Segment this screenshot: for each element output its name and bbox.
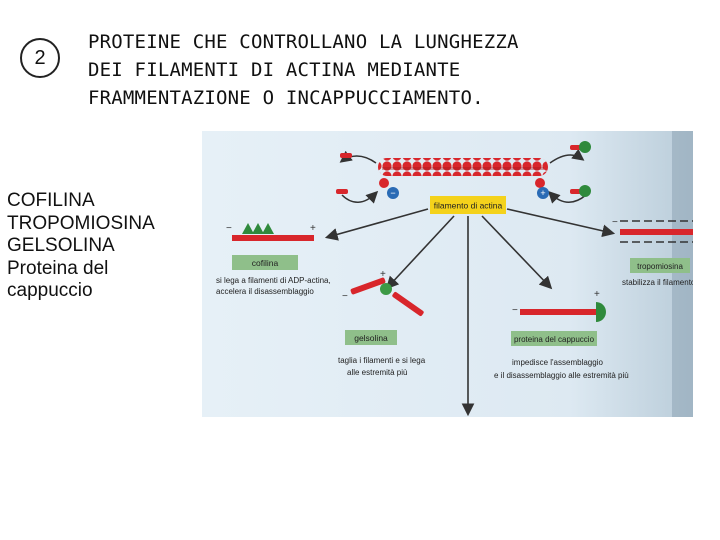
tropomiosina-label: tropomiosina bbox=[637, 262, 683, 271]
protein-cofilina: COFILINA bbox=[7, 190, 95, 211]
capped-pieces-right bbox=[570, 141, 591, 197]
cofilina-label: cofilina bbox=[252, 258, 279, 268]
gelsolina-desc-line-1: taglia i filamenti e si lega bbox=[338, 356, 426, 365]
figure-background bbox=[202, 131, 693, 417]
cofilina-group: − + cofilina si lega a filamenti di ADP-… bbox=[216, 223, 331, 296]
minus-end-sign: − bbox=[390, 188, 395, 198]
arrow-to-gelsolina bbox=[385, 215, 455, 290]
actin-regulation-figure: − + filamento di actina − + cofilina si … bbox=[202, 131, 693, 417]
cappuccio-desc-line-1: impedisce l'assemblaggio bbox=[512, 358, 603, 367]
gelsolina-plus-sign: + bbox=[380, 269, 386, 280]
association-arrow-left bbox=[341, 190, 379, 204]
plus-end-marker: + bbox=[537, 187, 549, 199]
cofilina-minus-sign: − bbox=[226, 223, 232, 234]
title-line-1: PROTEINE CHE CONTROLLANO LA LUNGHEZZA bbox=[88, 31, 519, 53]
slide-number: 2 bbox=[34, 46, 46, 69]
gelsolina-desc-line-2: alle estremità più bbox=[347, 368, 407, 377]
cappuccio-minus-sign: − bbox=[512, 305, 518, 316]
cofilina-desc-line-1: si lega a filamenti di ADP-actina, bbox=[216, 276, 331, 285]
protein-list: COFILINA TROPOMIOSINA GELSOLINA Proteina… bbox=[7, 190, 155, 303]
protein-gelsolina: GELSOLINA bbox=[7, 235, 115, 256]
minus-end-marker: − bbox=[387, 187, 399, 199]
arrow-to-cappuccio bbox=[481, 215, 553, 290]
gelsolina-group: − + gelsolina taglia i filamenti e si le… bbox=[338, 269, 426, 377]
page-edge bbox=[672, 131, 693, 417]
cofilina-desc-line-2: accelera il disassemblaggio bbox=[216, 287, 314, 296]
cappuccio-plus-sign: + bbox=[594, 289, 600, 300]
title-line-2: DEI FILAMENTI DI ACTINA MEDIANTE bbox=[88, 59, 461, 81]
gelsolin-filament-left bbox=[350, 277, 386, 295]
gelsolin-filament-right bbox=[392, 292, 424, 316]
gelsolina-minus-sign: − bbox=[342, 291, 348, 302]
cofilin-triangles bbox=[242, 223, 274, 234]
protein-cappuccio-line-2: cappuccio bbox=[7, 280, 93, 301]
actin-filament bbox=[378, 158, 548, 176]
protein-tropomiosina: TROPOMIOSINA bbox=[7, 212, 155, 234]
slide-number-badge: 2 bbox=[20, 38, 60, 78]
cappuccio-label: proteina del cappuccio bbox=[514, 335, 595, 344]
title-line-3: FRAMMENTAZIONE O INCAPPUCCIAMENTO. bbox=[88, 87, 484, 109]
plus-end-sign: + bbox=[540, 188, 545, 198]
cappuccio-group: − + proteina del cappuccio impedisce l'a… bbox=[494, 289, 629, 380]
tropomiosina-group: − tropomiosina stabilizza il filamento bbox=[612, 217, 693, 287]
center-label: filamento di actina bbox=[434, 201, 503, 211]
slide-title: PROTEINE CHE CONTROLLANO LA LUNGHEZZA DE… bbox=[88, 28, 698, 112]
dissociation-arrow-left bbox=[339, 150, 377, 164]
tiny-filament-pieces-left bbox=[336, 153, 352, 194]
tropomiosina-minus-sign: − bbox=[612, 217, 618, 228]
cofilina-plus-sign: + bbox=[310, 223, 316, 234]
arrow-to-cofilina bbox=[324, 208, 429, 241]
center-label-box bbox=[430, 196, 506, 214]
arrow-to-tropomiosina bbox=[506, 208, 616, 238]
protein-cappuccio-line-1: Proteina del bbox=[7, 257, 109, 279]
association-arrow-right bbox=[547, 190, 587, 204]
tropomiosina-desc-line-1: stabilizza il filamento bbox=[622, 278, 693, 287]
capping-protein-cap bbox=[596, 302, 606, 322]
gelsolina-label: gelsolina bbox=[354, 333, 388, 343]
dissociation-arrow-right bbox=[549, 148, 585, 164]
actin-monomers bbox=[379, 178, 545, 188]
cappuccio-desc-line-2: e il disassemblaggio alle estremità più bbox=[494, 371, 629, 380]
